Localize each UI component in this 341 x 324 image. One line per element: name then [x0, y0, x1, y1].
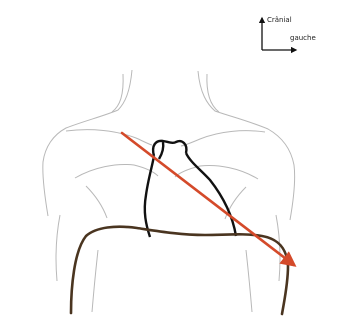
diaphragm-line: [71, 227, 288, 314]
superior-vessel-top: [153, 141, 186, 156]
right-neck-line: [207, 74, 219, 112]
cranial-label: Crânial: [267, 16, 292, 24]
torso-outline: [43, 70, 295, 312]
right-clavicle: [181, 131, 265, 146]
left-chest-contour: [86, 186, 107, 218]
right-arm-line: [276, 215, 280, 281]
heart-inner-border: [159, 142, 163, 159]
left-clavicle: [66, 130, 152, 145]
left-arm-line: [56, 215, 60, 281]
heart-left-border: [145, 156, 154, 237]
orientation-indicator: Crânial gauche: [262, 16, 316, 50]
left-flank-line: [92, 250, 98, 312]
heart-outline: [145, 141, 236, 237]
right-trapezius-line: [198, 71, 295, 220]
right-pectoral: [175, 166, 258, 179]
left-trapezius-line: [43, 70, 132, 216]
left-pectoral: [75, 165, 158, 178]
left-label: gauche: [290, 34, 316, 42]
projection-axis-arrow: [122, 133, 294, 265]
right-flank-line: [246, 250, 252, 312]
